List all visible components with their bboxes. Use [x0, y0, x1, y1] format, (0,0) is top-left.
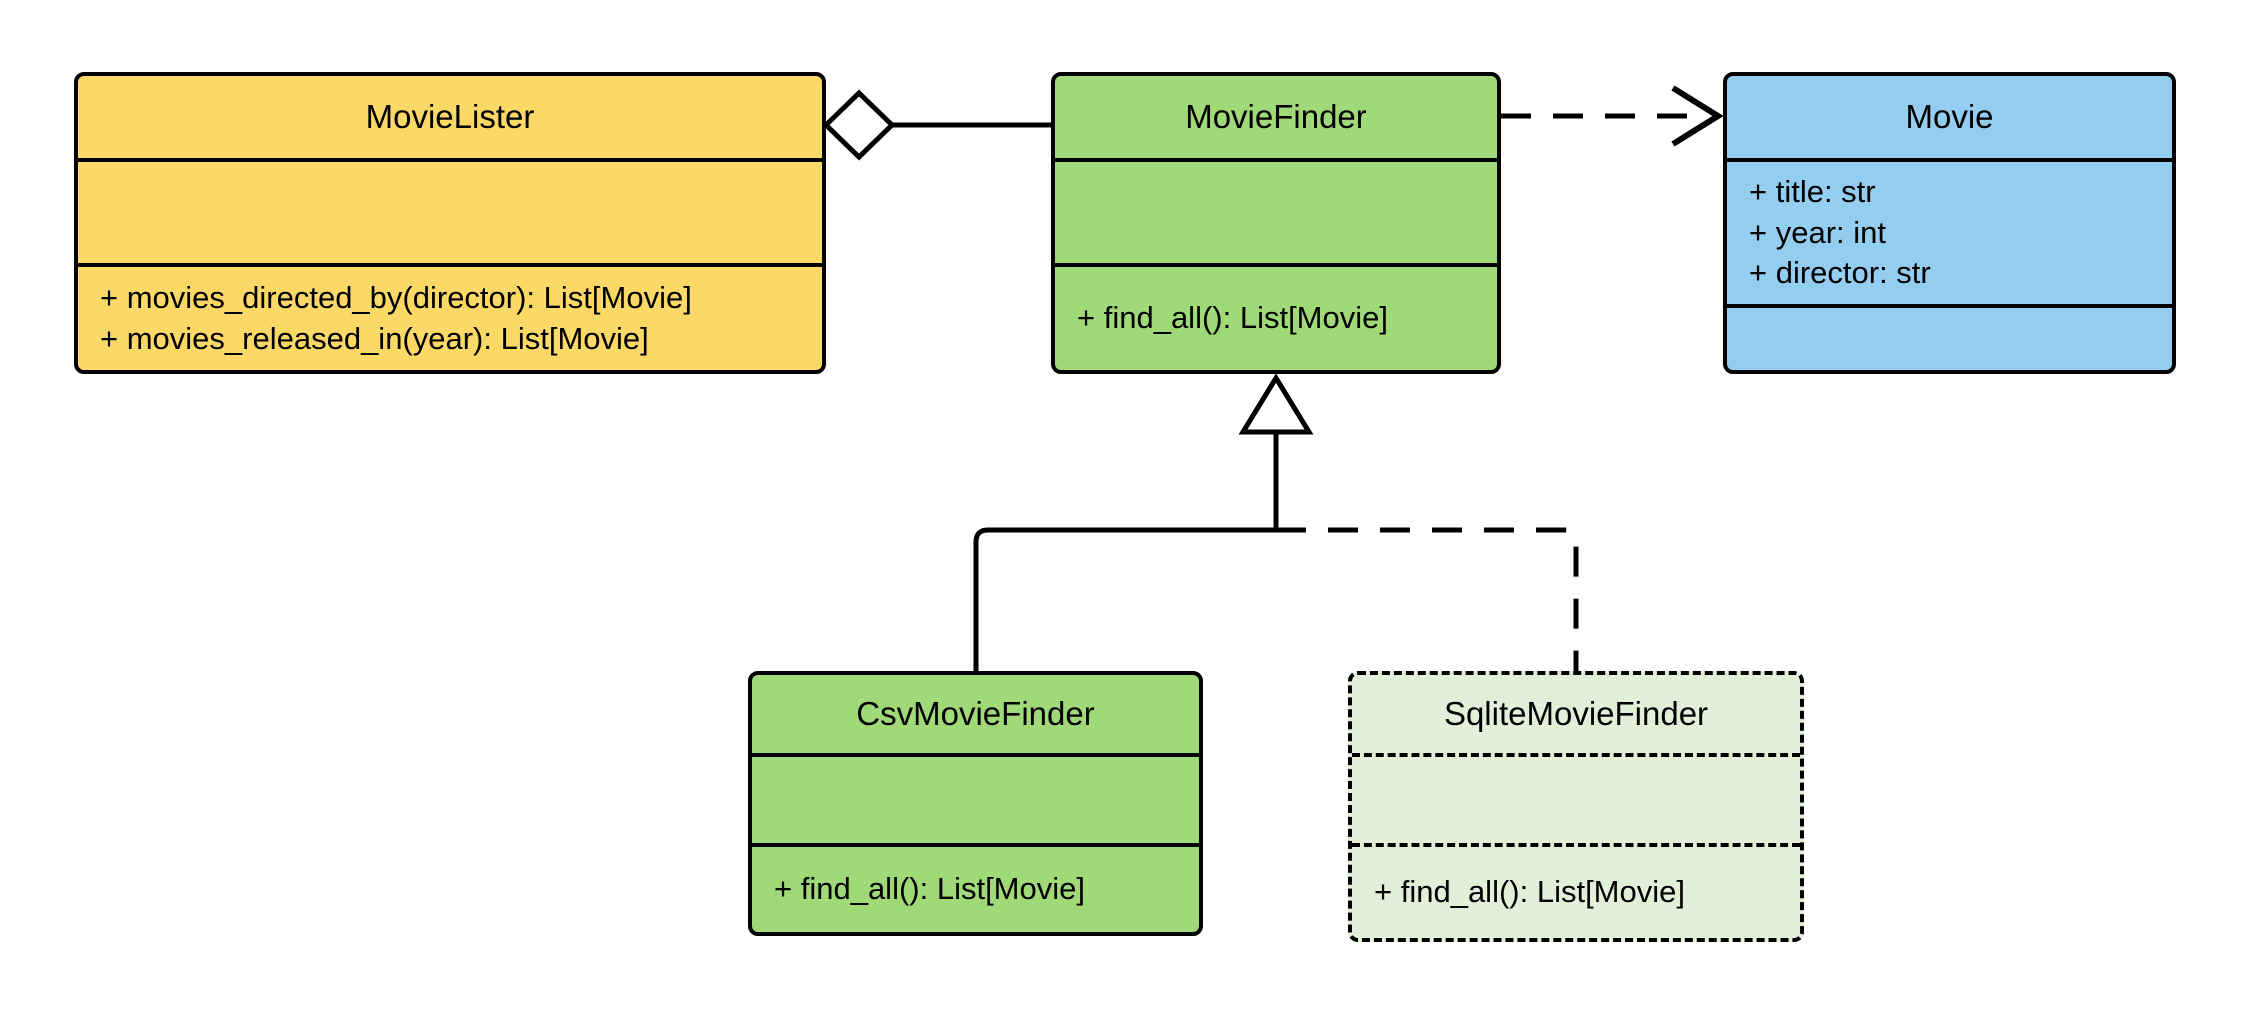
open-arrow-icon — [1671, 85, 1724, 147]
hollow-triangle-icon — [1238, 373, 1314, 435]
relationship-generalization-csv — [973, 527, 1276, 671]
class-name-compartment: SqliteMovieFinder — [1352, 675, 1800, 753]
class-attributes-compartment: + title: str + year: int + director: str — [1727, 158, 2172, 304]
class-title-movie-lister: MovieLister — [365, 97, 535, 135]
attribute-line: + title: str — [1749, 173, 1876, 209]
hollow-diamond-icon — [822, 89, 896, 161]
class-box-csv-movie-finder[interactable]: CsvMovieFinder + find_all(): List[Movie] — [748, 671, 1203, 936]
class-name-compartment: MovieLister — [78, 76, 822, 158]
class-attributes-compartment — [752, 753, 1199, 843]
class-box-movie-lister[interactable]: MovieLister + movies_directed_by(directo… — [74, 72, 826, 374]
method-line: + movies_released_in(year): List[Movie] — [100, 320, 649, 356]
relationship-generalization-trunk — [1238, 373, 1314, 530]
csv-generalization-line — [973, 527, 1276, 671]
class-attributes-compartment — [1352, 753, 1800, 843]
method-line: + find_all(): List[Movie] — [1374, 874, 1685, 910]
class-methods-compartment: + movies_directed_by(director): List[Mov… — [78, 263, 822, 370]
attribute-line: + year: int — [1749, 214, 1886, 250]
class-title-movie-finder: MovieFinder — [1185, 97, 1367, 135]
relationship-realization-sqlite — [1276, 527, 1579, 671]
relationship-aggregation-lister-finder — [822, 89, 1051, 161]
class-name-compartment: MovieFinder — [1055, 76, 1497, 158]
method-line: + movies_directed_by(director): List[Mov… — [100, 279, 692, 315]
class-name-compartment: Movie — [1727, 76, 2172, 158]
attribute-line: + director: str — [1749, 255, 1931, 291]
sqlite-realization-line — [1276, 527, 1579, 671]
method-line: + find_all(): List[Movie] — [774, 871, 1085, 907]
class-title-csv-movie-finder: CsvMovieFinder — [856, 694, 1095, 732]
class-methods-compartment — [1727, 304, 2172, 370]
class-title-movie: Movie — [1905, 97, 1994, 135]
class-attributes-compartment — [78, 158, 822, 263]
class-methods-compartment: + find_all(): List[Movie] — [752, 843, 1199, 932]
class-attributes-compartment — [1055, 158, 1497, 263]
class-box-sqlite-movie-finder[interactable]: SqliteMovieFinder + find_all(): List[Mov… — [1348, 671, 1804, 942]
class-methods-compartment: + find_all(): List[Movie] — [1352, 843, 1800, 938]
class-box-movie[interactable]: Movie + title: str + year: int + directo… — [1723, 72, 2176, 374]
class-title-sqlite-movie-finder: SqliteMovieFinder — [1443, 694, 1709, 732]
class-name-compartment: CsvMovieFinder — [752, 675, 1199, 753]
method-line: + find_all(): List[Movie] — [1077, 300, 1388, 336]
relationship-dependency-finder-movie — [1501, 85, 1724, 147]
class-methods-compartment: + find_all(): List[Movie] — [1055, 263, 1497, 370]
class-box-movie-finder[interactable]: MovieFinder + find_all(): List[Movie] — [1051, 72, 1501, 374]
